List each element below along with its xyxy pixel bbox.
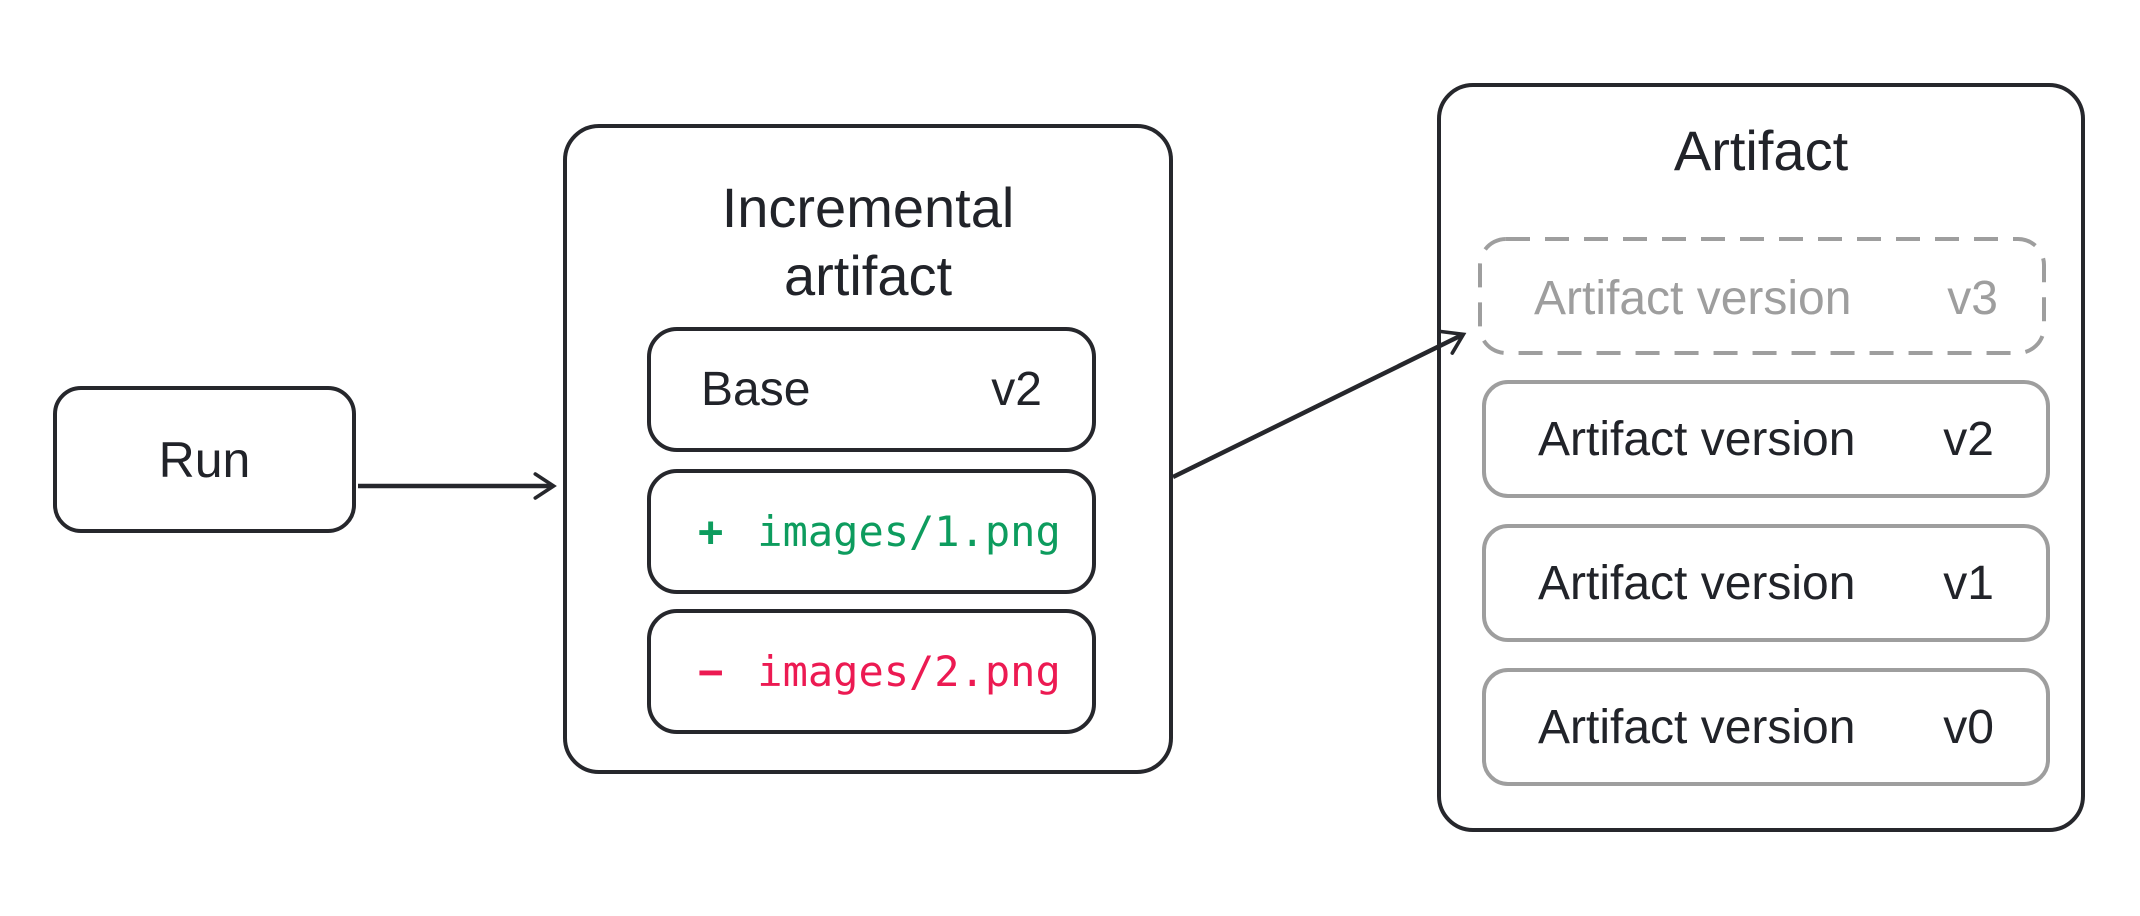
artifact-version-row: Artifact version v1 — [1482, 524, 2050, 642]
run-node-label: Run — [158, 431, 251, 488]
artifact-version-badge: v2 — [1943, 412, 1994, 466]
added-file-path: images/1.png — [757, 507, 1061, 556]
artifact-title: Artifact — [1673, 119, 1849, 182]
artifact-version-row: Artifact version v2 — [1482, 380, 2050, 498]
diff-removed-file-row: − images/2.png — [647, 609, 1096, 734]
diff-added-file-row: + images/1.png — [647, 469, 1096, 594]
pending-artifact-version-row: Artifact version v3 — [1482, 239, 2050, 357]
base-label: Base — [701, 363, 811, 416]
artifact-version-row: Artifact version v0 — [1482, 668, 2050, 786]
artifact-version-label: Artifact version — [1538, 412, 1856, 466]
artifact-version-badge: v1 — [1943, 556, 1994, 610]
incremental-artifact-title: Incremental artifact — [721, 176, 1015, 307]
artifact-version-label: Artifact version — [1538, 700, 1856, 754]
artifact-version-label: Artifact version — [1538, 556, 1856, 610]
run-node: Run — [53, 386, 356, 533]
artifact-version-badge: v0 — [1943, 700, 1994, 754]
pending-artifact-version-badge: v3 — [1947, 271, 1998, 325]
base-version-row: Base v2 — [647, 327, 1096, 452]
incremental-artifact-node: Incremental artifact Base v2 + images/1.… — [563, 124, 1173, 774]
arrow-incremental-to-pending-version — [1172, 329, 1467, 480]
removed-file-path: images/2.png — [757, 647, 1061, 696]
base-version-badge: v2 — [991, 363, 1042, 416]
minus-icon: − — [698, 647, 724, 696]
artifact-node: Artifact Artifact version v3 Artifact ve… — [1437, 83, 2085, 832]
plus-icon: + — [698, 507, 724, 556]
pending-artifact-version-label: Artifact version — [1534, 271, 1852, 325]
